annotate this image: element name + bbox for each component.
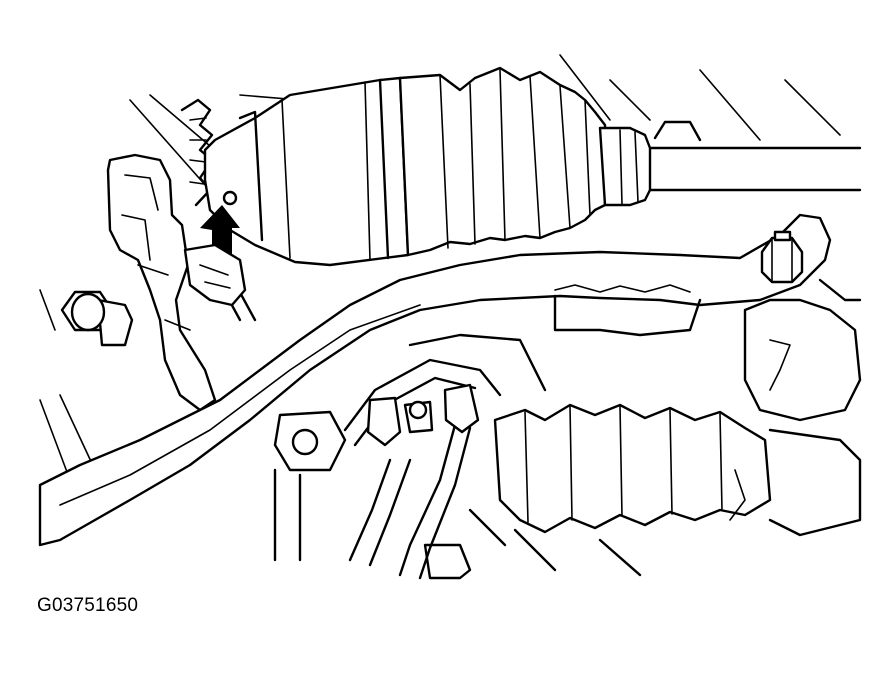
lower-control-arm	[38, 213, 832, 547]
axle-shaft	[648, 120, 862, 192]
control-arm-bolt	[760, 230, 804, 284]
knuckle-bolt	[60, 290, 134, 347]
steering-rack-boot	[493, 403, 772, 534]
axle-boot	[398, 66, 652, 257]
wheel-speed-sensor	[183, 243, 247, 307]
ball-joint-housing	[743, 278, 862, 422]
outer-cv-joint	[203, 76, 410, 267]
brake-lines	[343, 358, 502, 580]
figure-id-label: G03751650	[37, 595, 139, 616]
sensor-location-arrow	[200, 190, 240, 262]
lower-structure	[273, 333, 862, 580]
